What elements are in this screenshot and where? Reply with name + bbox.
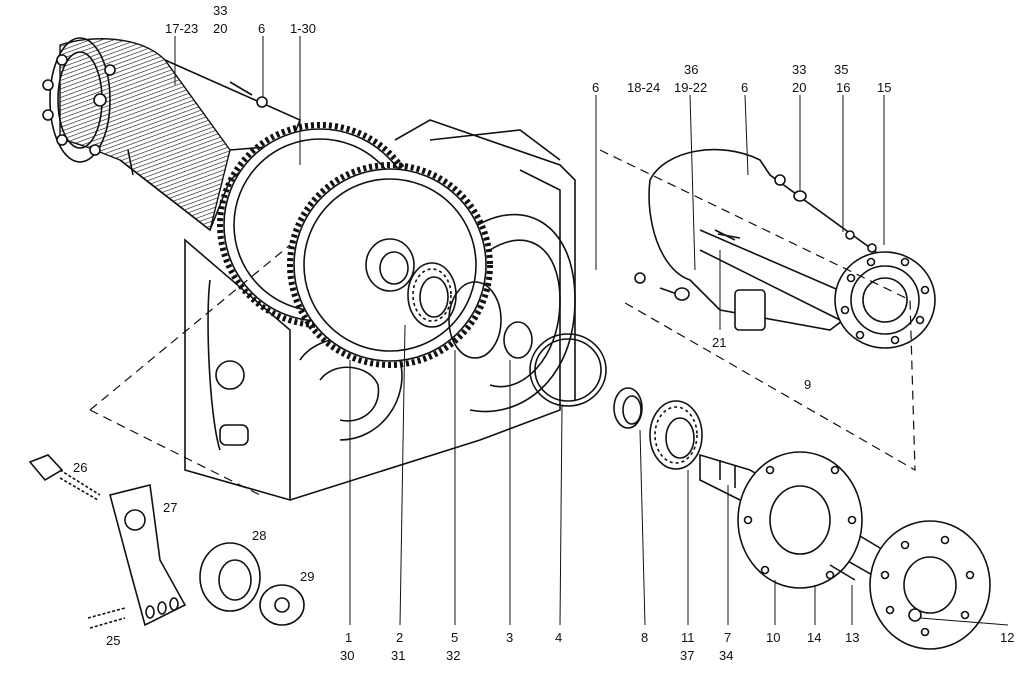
stud-13	[829, 564, 856, 581]
label-11: 11	[681, 630, 695, 645]
label-15: 15	[877, 80, 891, 95]
label-1: 1	[345, 630, 352, 645]
label-19-22: 19-22	[674, 80, 707, 95]
seal-ring-4	[529, 333, 607, 407]
dashed-boundary-left	[89, 244, 291, 411]
part-labels: 17-23 33 20 6 1-30 6 18-24 36 19-22 6 33…	[73, 3, 1014, 663]
label-29: 29	[300, 569, 314, 584]
label-9: 9	[804, 377, 811, 392]
label-14: 14	[807, 630, 821, 645]
label-36: 36	[684, 62, 698, 77]
label-1-30: 1-30	[290, 21, 316, 36]
washer-29	[259, 584, 305, 626]
label-10: 10	[766, 630, 780, 645]
label-4: 4	[555, 630, 562, 645]
bracket-27	[109, 484, 187, 627]
axle-shaft	[699, 451, 901, 589]
label-6: 6	[258, 21, 265, 36]
label-33: 33	[792, 62, 806, 77]
bolt-right-fitting	[634, 174, 877, 301]
label-7: 7	[724, 630, 731, 645]
label-20: 20	[792, 80, 806, 95]
label-32: 32	[446, 648, 460, 663]
wheel-flange	[869, 520, 991, 650]
label-35: 35	[834, 62, 848, 77]
label-6: 6	[741, 80, 748, 95]
bolt-26	[28, 454, 101, 501]
label-25: 25	[106, 633, 120, 648]
label-17-23: 17-23	[165, 21, 198, 36]
dashed-boundary-right	[599, 149, 916, 472]
label-6: 6	[592, 80, 599, 95]
label-31: 31	[391, 648, 405, 663]
bearing-11	[649, 400, 703, 470]
label-5: 5	[451, 630, 458, 645]
label-34: 34	[719, 648, 733, 663]
label-13: 13	[845, 630, 859, 645]
label-3: 3	[506, 630, 513, 645]
label-8: 8	[641, 630, 648, 645]
ring-5	[448, 281, 502, 359]
label-28: 28	[252, 528, 266, 543]
label-12: 12	[1000, 630, 1014, 645]
label-33: 33	[213, 3, 227, 18]
label-18-24: 18-24	[627, 80, 660, 95]
screw-25	[87, 607, 126, 629]
bearing-race-8	[613, 387, 643, 429]
left-axle-housing	[42, 37, 302, 232]
label-27: 27	[163, 500, 177, 515]
label-2: 2	[396, 630, 403, 645]
large-gear-front	[287, 162, 493, 368]
leader-lines	[174, 36, 1009, 626]
label-21: 21	[712, 335, 726, 350]
pulley-28	[199, 542, 261, 612]
dashed-boundary-mid	[89, 409, 261, 496]
label-20: 20	[213, 21, 227, 36]
label-16: 16	[836, 80, 850, 95]
ring-3	[503, 321, 533, 359]
label-30: 30	[340, 648, 354, 663]
label-26: 26	[73, 460, 87, 475]
bolt-6-left	[229, 81, 268, 108]
label-37: 37	[680, 648, 694, 663]
